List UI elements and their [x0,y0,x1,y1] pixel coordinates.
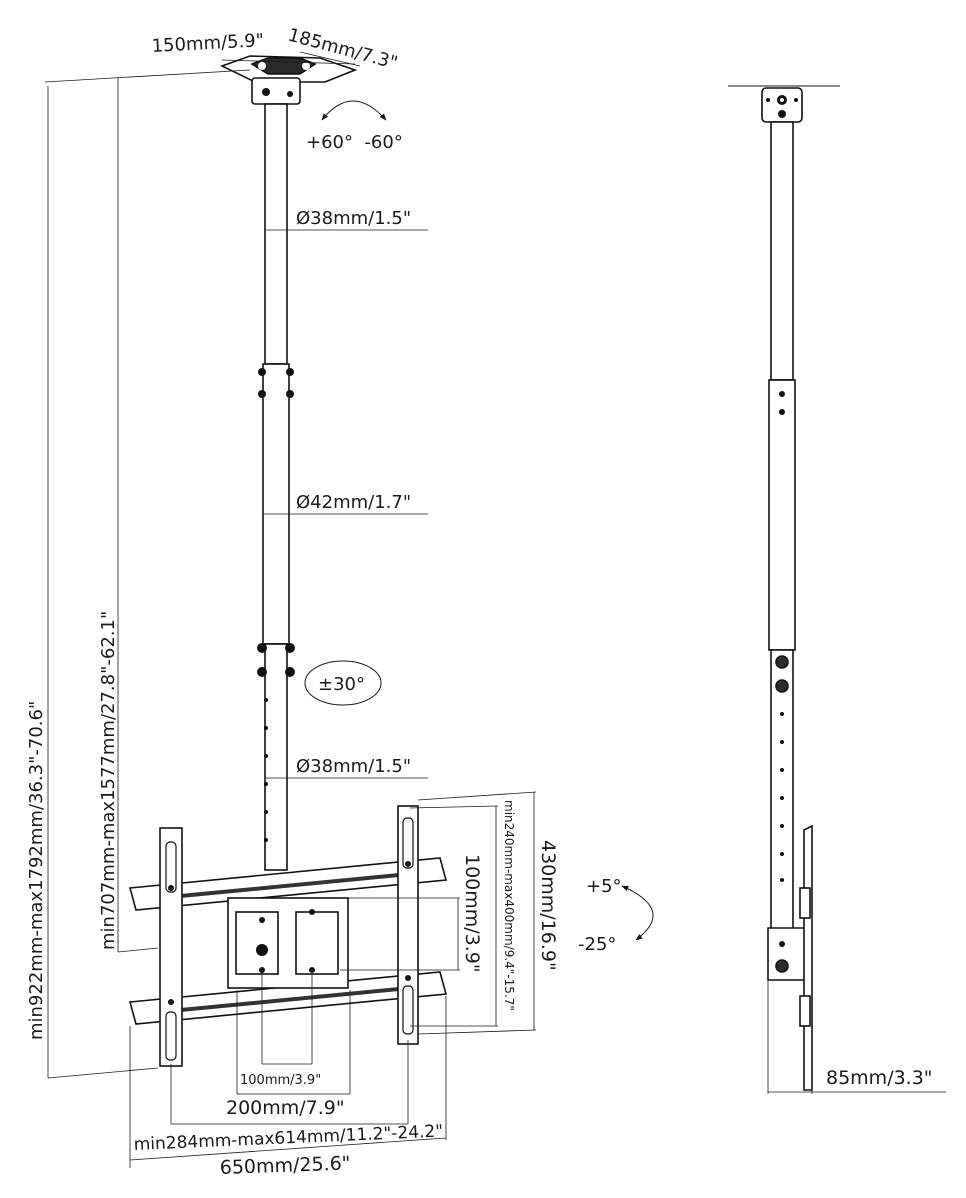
vesa-plate [227,897,349,989]
front-view: 150mm/5.9" 185mm/7.3" +60° -60° Ø38mm/1.… [26,25,654,1179]
vesa-horizontal-100-label: 100mm/3.9" [240,1073,321,1088]
rotation-arrows [304,100,654,941]
pole-height-label: min707mm-max1577mm/27.8"-62.1" [98,611,119,950]
telescopic-pole [257,103,295,871]
pole-adjustment-holes [264,698,268,842]
middle-tube-diameter-label: Ø42mm/1.7" [296,492,411,513]
ceiling-plate [219,55,358,105]
upper-tube-diameter-label: Ø38mm/1.5" [296,208,411,229]
tilt-up-label: +5° [586,876,622,897]
side-view: 85mm/3.3" [728,85,946,1094]
arm-horizontal-range-label: min284mm-max614mm/11.2"-24.2" [133,1122,443,1155]
ceiling-plate-width-label: 150mm/5.9" [151,30,264,57]
top-tilt-label: +60° -60° [306,132,403,153]
lower-tube-diameter-label: Ø38mm/1.5" [296,756,411,777]
vesa-vertical-label: 100mm/3.9" [461,854,483,973]
vertical-arms [159,805,419,1067]
vesa-horizontal-200-label: 200mm/7.9" [226,1097,345,1119]
horizontal-rails [128,857,448,1025]
wall-distance-label: 85mm/3.3" [826,1067,933,1089]
dimension-lines [44,51,537,1168]
rail-width-label: 650mm/25.6" [219,1152,350,1179]
swivel-label: ±30° [318,674,365,695]
arm-vertical-range-label: min240mm-max400mm/9.4"-15.7" [502,800,516,1011]
tilt-down-label: -25° [578,934,616,955]
bracket-height-label: 430mm/16.9" [537,840,559,971]
total-height-label: min922mm-max1792mm/36.3"-70.6" [26,701,47,1040]
